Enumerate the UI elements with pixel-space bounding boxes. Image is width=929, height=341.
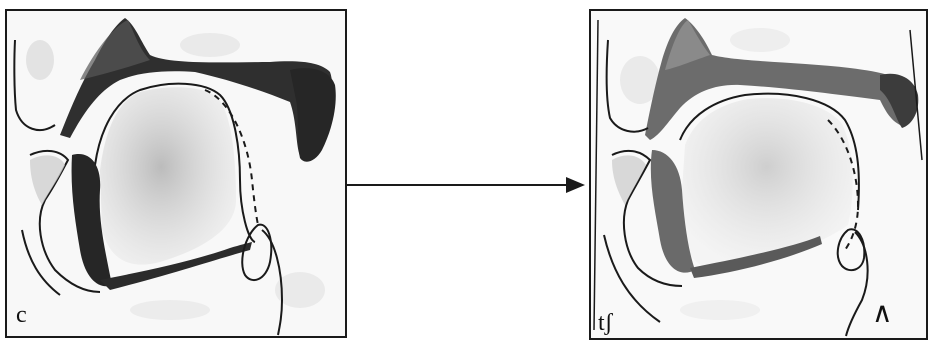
extra-symbol: ∧ <box>872 298 893 329</box>
left-panel-label: c <box>16 302 27 328</box>
right-panel-label: tʃ <box>598 310 614 336</box>
right-panel: tʃ ∧ <box>590 10 927 339</box>
transition-arrow <box>347 177 585 193</box>
left-panel: c <box>6 10 346 337</box>
arrow-right-icon <box>566 177 585 193</box>
